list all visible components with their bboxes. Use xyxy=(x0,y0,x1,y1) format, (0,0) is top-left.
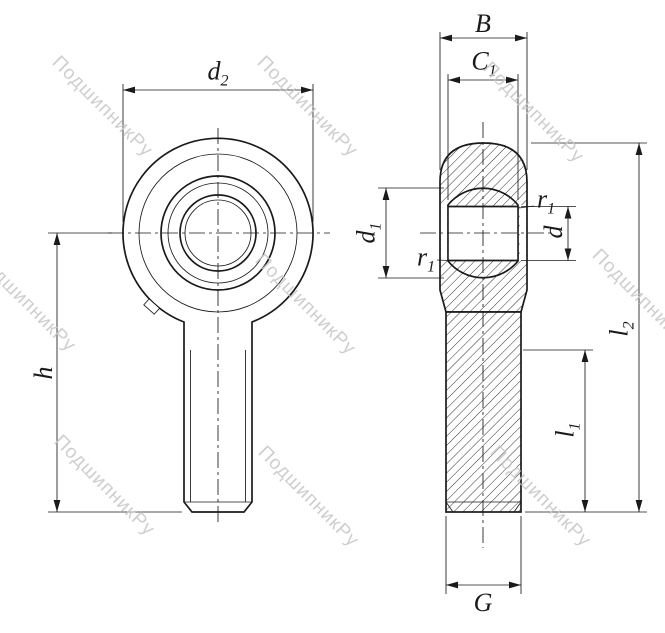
dim-label-G: G xyxy=(474,590,493,616)
dimension-lines xyxy=(48,32,647,594)
dim-label-r1-upper-sub: 1 xyxy=(547,200,556,218)
dim-label-B-main: B xyxy=(475,9,491,38)
dim-label-l2: l2 xyxy=(604,321,638,337)
dim-label-B: B xyxy=(475,11,491,37)
dim-label-C1: C1 xyxy=(471,48,496,79)
dim-label-r1-lower-sub: 1 xyxy=(427,258,436,276)
dim-label-d1-main: d xyxy=(351,230,381,244)
dim-label-l1-sub: 1 xyxy=(566,422,584,431)
dim-label-l1: l1 xyxy=(550,422,584,438)
side-view xyxy=(420,122,552,548)
dim-label-d2-main: d xyxy=(207,56,221,86)
dim-label-G-main: G xyxy=(473,588,493,617)
shank-hatch xyxy=(445,311,522,513)
dim-label-r1-lower-main: r xyxy=(416,242,428,272)
dim-label-d2: d2 xyxy=(208,58,229,89)
dim-label-d: d xyxy=(539,225,568,239)
dim-label-d1: d1 xyxy=(351,222,385,244)
dim-label-d1-sub: 1 xyxy=(367,222,385,231)
dim-label-r1-upper-main: r xyxy=(536,184,548,214)
front-view xyxy=(108,128,330,526)
dim-label-d-main: d xyxy=(539,225,568,239)
r1-upper-leader xyxy=(518,205,535,209)
shank-chamfer-right xyxy=(513,501,522,513)
dim-label-l2-sub: 2 xyxy=(620,321,638,330)
dim-label-C1-main: C xyxy=(471,46,489,76)
dim-label-r1-lower: r1 xyxy=(417,244,435,275)
shank-chamfer-left xyxy=(445,501,454,513)
dim-label-h: h xyxy=(29,366,58,380)
dim-label-l2-main: l xyxy=(604,329,634,337)
dim-label-l1-main: l xyxy=(550,430,580,438)
dim-label-h-main: h xyxy=(29,366,58,380)
housing-opening-left xyxy=(441,205,448,261)
dim-label-d2-sub: 2 xyxy=(220,72,229,90)
rim-tab xyxy=(143,298,161,315)
dim-label-C1-sub: 1 xyxy=(488,62,497,80)
dim-label-r1-upper: r1 xyxy=(537,186,555,217)
r1-lower-leader xyxy=(436,259,450,261)
